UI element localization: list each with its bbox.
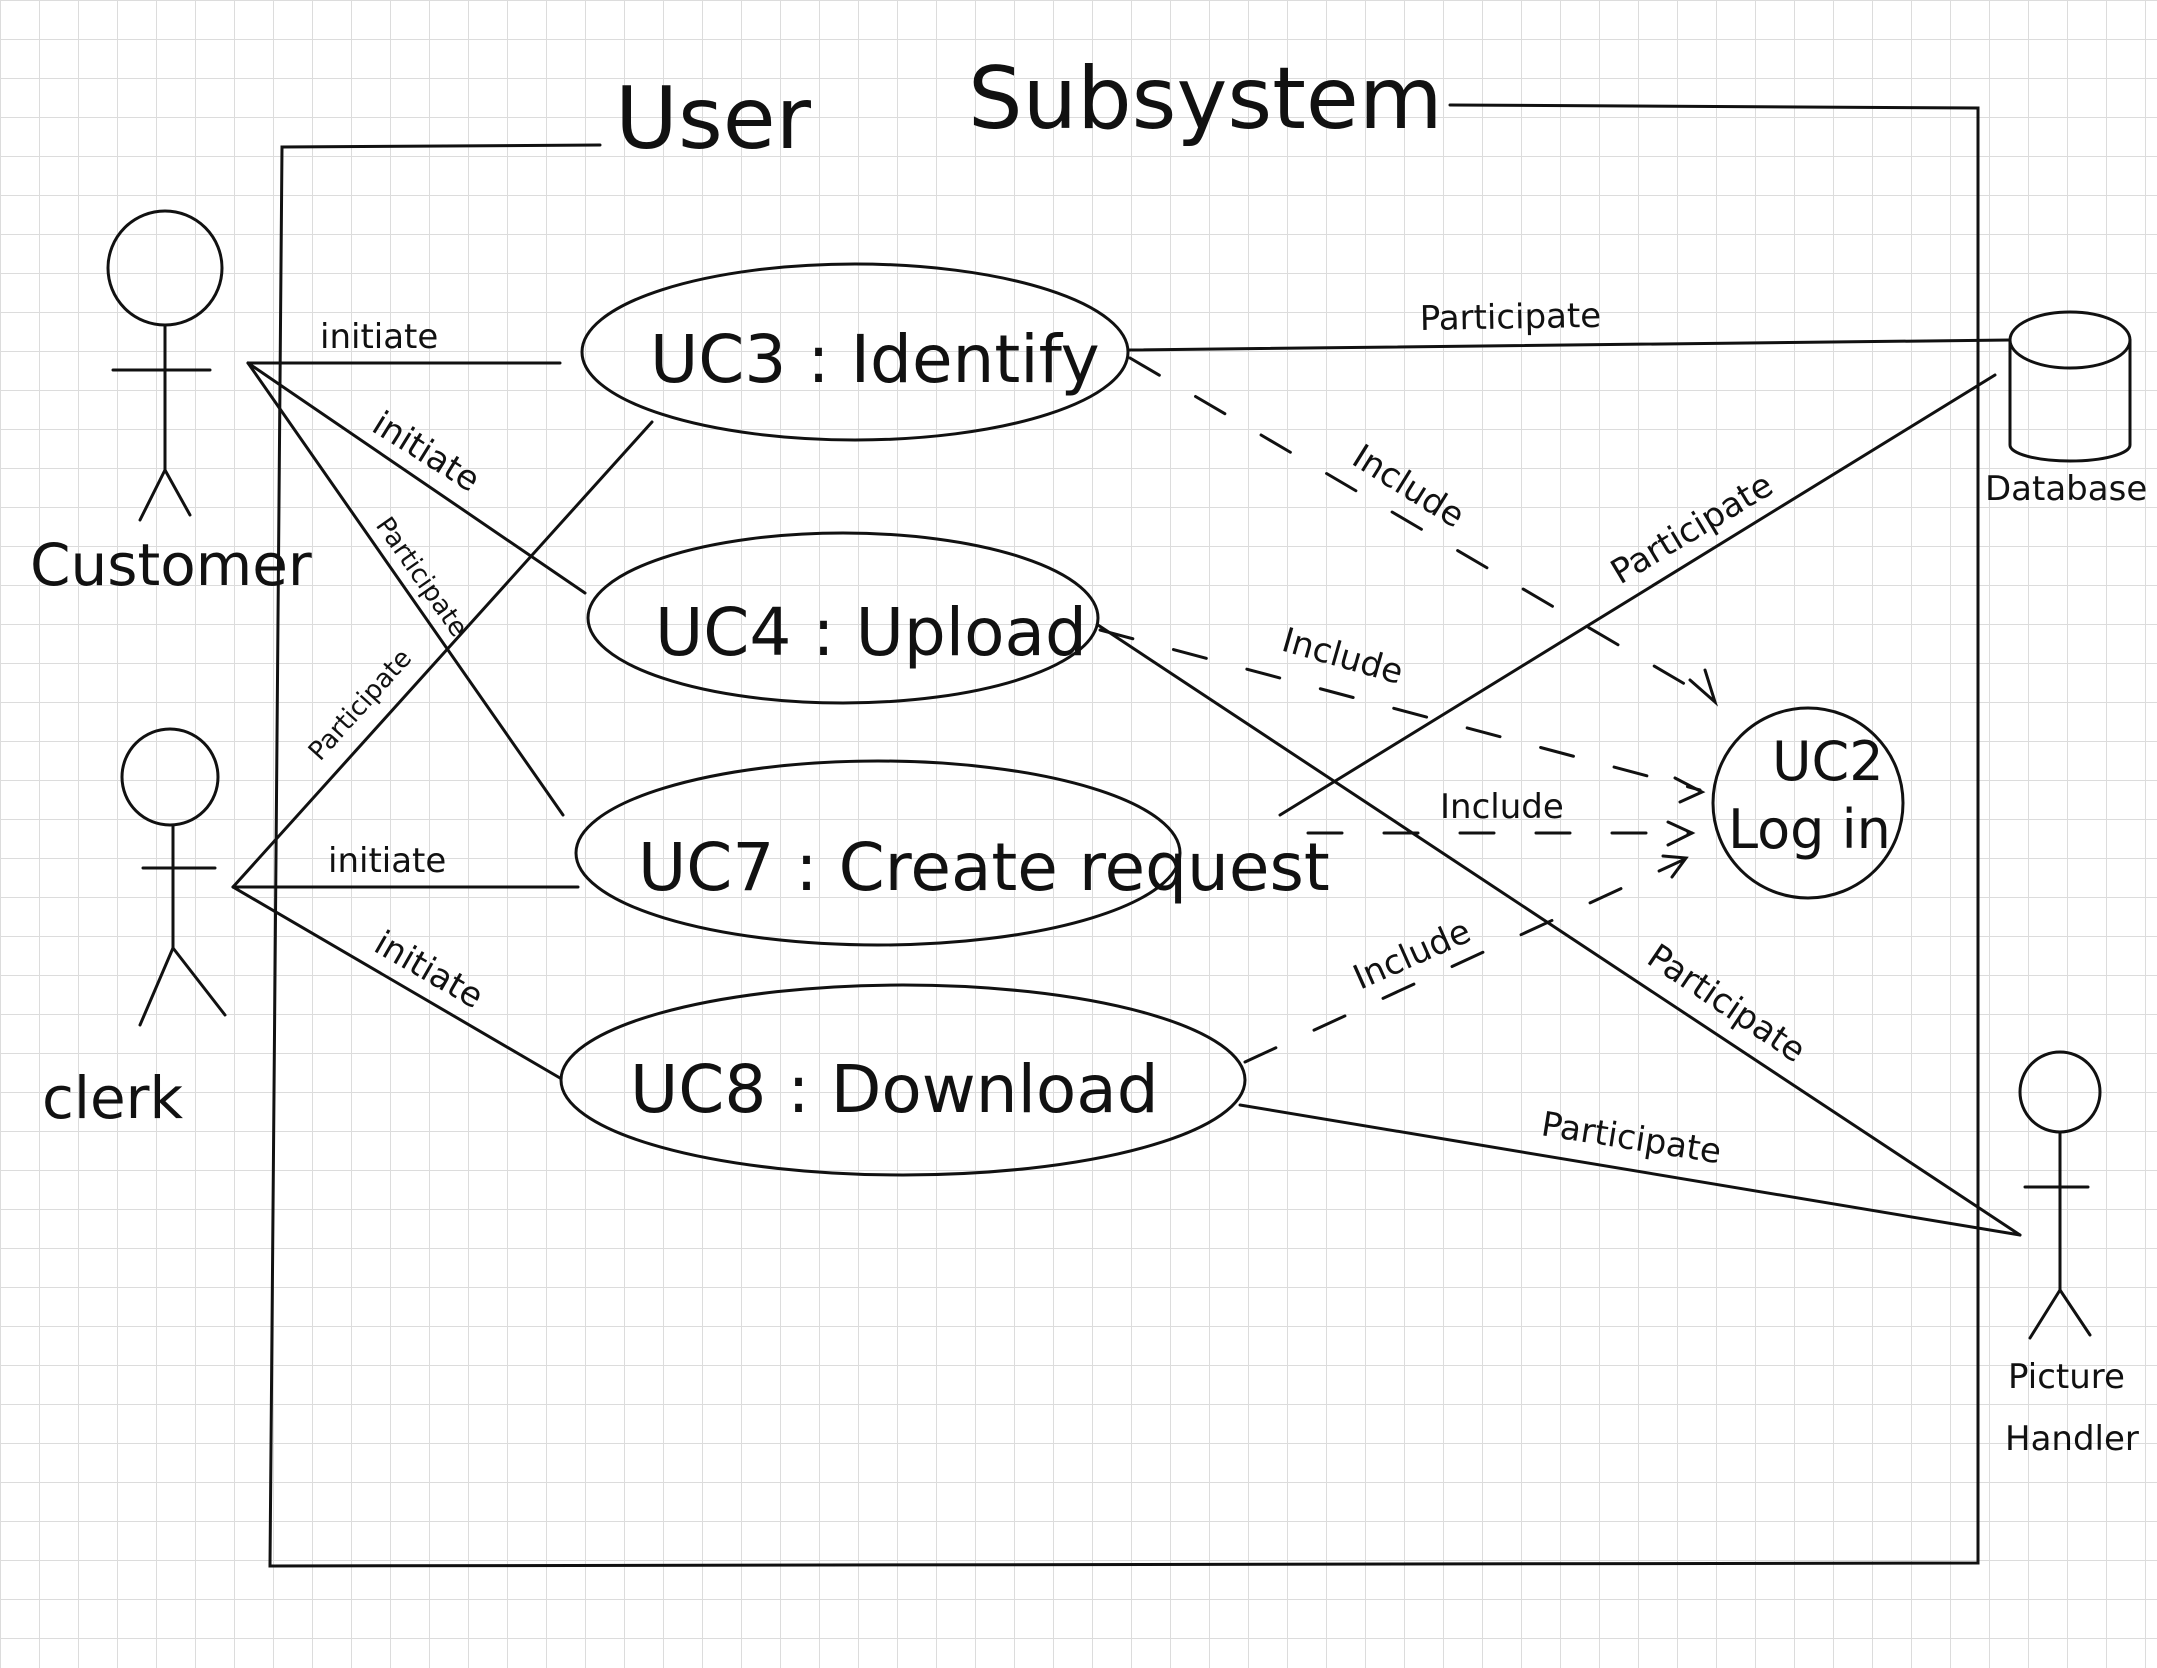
customer-left-leg	[138, 468, 167, 522]
include-uc7-arrowhead	[1666, 820, 1696, 847]
picture-handler-label-line1: Picture	[2008, 1357, 2125, 1397]
customer-head	[106, 209, 224, 327]
system-boundary: User Subsystem	[268, 49, 1980, 1568]
use-case-uc2: UC2 Log in	[1711, 706, 1905, 900]
include-relations	[1098, 356, 1719, 1064]
picture-handler-left-leg	[2028, 1288, 2062, 1340]
uc4-label: UC4 : Upload	[655, 594, 1087, 671]
label-uc7-include: Include	[1440, 787, 1564, 827]
uc3-ellipse	[580, 262, 1130, 442]
picture-handler-right-leg	[2058, 1288, 2092, 1337]
label-clerk-uc3: Participate	[303, 644, 418, 767]
use-case-uc7: UC7 : Create request	[574, 759, 1330, 947]
include-uc3-arrowhead	[1688, 668, 1719, 707]
system-boundary-frame	[268, 103, 1980, 1568]
label-uc8-picture-handler: Participate	[1539, 1104, 1724, 1172]
include-uc3-uc2	[1128, 356, 1714, 702]
uc7-label: UC7 : Create request	[638, 829, 1330, 906]
actor-clerk: clerk	[42, 727, 227, 1132]
uc2-label-line1: UC2	[1772, 730, 1884, 793]
uc4-ellipse	[586, 531, 1100, 705]
clerk-label: clerk	[42, 1064, 184, 1132]
picture-handler-label-line2: Handler	[2005, 1419, 2139, 1459]
edge-customer-uc7	[246, 361, 565, 817]
label-clerk-uc7: initiate	[328, 841, 446, 881]
uc8-ellipse	[559, 983, 1247, 1177]
database-cylinder-body	[2008, 338, 2132, 463]
actor-customer: Customer	[30, 209, 312, 599]
label-uc7-database: Participate	[1604, 465, 1780, 593]
label-customer-uc3: initiate	[320, 317, 438, 357]
edge-customer-uc4	[246, 361, 587, 595]
use-case-uc4: UC4 : Upload	[586, 531, 1100, 705]
label-uc4-include: Include	[1278, 620, 1408, 693]
clerk-head	[120, 727, 220, 827]
label-uc4-picture-handler: Participate	[1640, 936, 1813, 1071]
include-uc4-arrowhead	[1673, 776, 1706, 804]
use-case-uc3: UC3 : Identify	[580, 262, 1130, 442]
system-title-user: User	[615, 69, 812, 169]
edge-uc3-database	[1126, 338, 2012, 352]
include-uc4-uc2	[1098, 628, 1702, 792]
uc7-ellipse	[574, 759, 1182, 947]
include-uc8-uc2	[1243, 858, 1685, 1064]
label-customer-uc7: Participate	[369, 512, 473, 643]
uc3-label: UC3 : Identify	[650, 321, 1100, 398]
uc2-label-line2: Log in	[1728, 798, 1891, 861]
edge-uc8-picture-handler	[1238, 1103, 2022, 1237]
edge-labels: initiate initiate Participate Participat…	[303, 296, 1813, 1172]
include-uc8-arrowhead	[1661, 854, 1689, 879]
use-case-uc8: UC8 : Download	[559, 983, 1247, 1177]
uc8-label: UC8 : Download	[630, 1051, 1159, 1128]
uc2-circle	[1711, 706, 1905, 900]
picture-handler-head	[2018, 1050, 2102, 1134]
edge-clerk-uc3	[231, 420, 654, 889]
edge-uc4-picture-handler	[1096, 623, 2022, 1237]
clerk-left-leg	[138, 946, 175, 1027]
clerk-right-leg	[171, 946, 227, 1017]
edge-clerk-uc8	[231, 885, 562, 1080]
customer-label: Customer	[30, 531, 312, 599]
database-label: Database	[1985, 469, 2147, 509]
actor-database: Database	[1985, 310, 2147, 509]
label-uc3-database: Participate	[1419, 296, 1601, 339]
database-cylinder-top	[2008, 310, 2132, 370]
customer-right-leg	[163, 468, 192, 517]
actor-picture-handler: Picture Handler	[2005, 1050, 2139, 1459]
system-title-subsystem: Subsystem	[968, 49, 1443, 149]
edge-uc7-database	[1278, 373, 1997, 817]
associations	[231, 338, 2022, 1237]
